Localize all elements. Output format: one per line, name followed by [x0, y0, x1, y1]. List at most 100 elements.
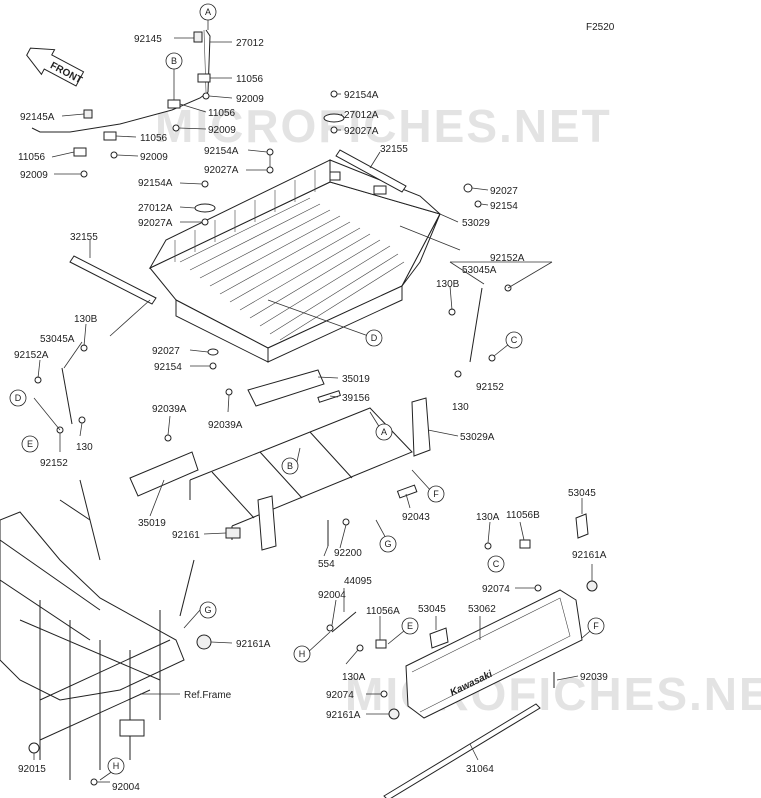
svg-text:G: G [204, 605, 211, 615]
label-53045A-l: 53045A [40, 334, 75, 345]
label-92152-r: 92152 [476, 382, 504, 393]
figure-code: F2520 [586, 22, 615, 33]
latch-53045-m [429, 627, 449, 649]
label-11056-d: 11056 [18, 152, 46, 163]
tiedown-27012A-l [194, 203, 216, 213]
washer-92027-r [463, 183, 473, 193]
bracket-left [257, 495, 277, 551]
bed-hook-right [373, 185, 387, 195]
washer-92027A-m [266, 166, 274, 174]
callout-g-frame: G [379, 535, 397, 553]
svg-text:B: B [287, 461, 293, 471]
bed-hook-front [329, 171, 341, 181]
label-130-l: 130 [76, 442, 93, 453]
label-92009-d: 92009 [20, 170, 48, 181]
label-11056B: 11056B [506, 510, 540, 521]
label-92200: 92200 [334, 548, 362, 559]
callout-g-vehicle: G [199, 601, 217, 619]
svg-text:A: A [381, 427, 387, 437]
label-92154A-l: 92154A [138, 178, 173, 189]
bolt-92154-c [209, 362, 217, 370]
link-11056B [519, 539, 531, 549]
clip-92145A [83, 109, 93, 119]
tiedown-27012A-top [323, 113, 345, 123]
label-92074-m: 92074 [326, 690, 354, 701]
label-11056-c: 11056 [140, 133, 168, 144]
screw-92074-r [534, 584, 542, 592]
pad-39156 [317, 390, 342, 403]
label-53029A: 53029A [460, 432, 495, 443]
tailgate-panel [405, 589, 583, 719]
label-130B-r: 130B [436, 279, 460, 290]
rear-rail-assembly [31, 29, 211, 178]
label-92039A-a: 92039A [152, 404, 187, 415]
shield-35019-r [247, 369, 325, 407]
label-92043: 92043 [402, 512, 430, 523]
callout-c-right: C [505, 331, 523, 349]
clamp-11056-b [167, 99, 181, 109]
label-92074-r: 92074 [482, 584, 510, 595]
rail-32155-left [69, 255, 157, 305]
label-130A-r: 130A [476, 512, 500, 523]
svg-text:H: H [299, 649, 306, 659]
label-44095: 44095 [344, 576, 372, 587]
bolt-130-l [78, 416, 86, 424]
bumper-92161A-m [388, 708, 400, 720]
svg-text:C: C [493, 559, 500, 569]
washer-92027A-top [330, 126, 338, 134]
label-92027-c: 92027 [152, 346, 180, 357]
label-92027A-l: 92027A [138, 218, 173, 229]
label-92152-l: 92152 [40, 458, 68, 469]
link-11056A [375, 639, 387, 649]
label-53045-m: 53045 [418, 604, 446, 615]
collar-92152-r [488, 354, 496, 362]
bolt-130A-r [484, 542, 492, 550]
callout-d-left: D [9, 389, 27, 407]
label-92152A-r: 92152A [490, 253, 525, 264]
svg-text:D: D [371, 333, 378, 343]
nut-92015 [28, 742, 40, 754]
label-92152A-l: 92152A [14, 350, 49, 361]
watermark-top: MICROFICHES.NET [155, 100, 612, 152]
label-35019-l: 35019 [138, 518, 166, 529]
svg-text:A: A [205, 7, 211, 17]
label-92015: 92015 [18, 764, 46, 775]
washer-92027-c [207, 348, 219, 356]
callout-b-top: B [165, 52, 183, 70]
washer-92027A-l [201, 218, 209, 226]
washer-92200 [342, 518, 350, 526]
label-92039A-b: 92039A [208, 420, 243, 431]
label-92154A-top: 92154A [344, 90, 379, 101]
svg-text:F: F [433, 489, 439, 499]
callout-h-cable: H [293, 645, 311, 663]
callout-c-tailgate: C [487, 555, 505, 573]
label-92145A: 92145A [20, 112, 55, 123]
svg-text:G: G [384, 539, 391, 549]
label-92154-r: 92154 [490, 201, 518, 212]
bolt-130-r [454, 370, 462, 378]
label-39156: 39156 [342, 393, 370, 404]
svg-text:H: H [113, 761, 120, 771]
label-92027-r: 92027 [490, 186, 518, 197]
callout-e-tailgate: E [401, 617, 419, 635]
label-11056-b: 11056 [208, 108, 236, 119]
label-31064: 31064 [466, 764, 494, 775]
label-92039: 92039 [580, 672, 608, 683]
label-92009-b: 92009 [208, 125, 236, 136]
callout-a-frame: A [375, 423, 393, 441]
bolt-92039A-b [164, 434, 172, 442]
callout-f-frame: F [427, 485, 445, 503]
label-130B-l: 130B [74, 314, 98, 325]
label-92161A-m: 92161A [326, 710, 361, 721]
label-92027A-top: 92027A [344, 126, 379, 137]
label-92009-c: 92009 [140, 152, 168, 163]
svg-text:E: E [407, 621, 413, 631]
label-27012A-top: 27012A [344, 110, 379, 121]
vehicle-frame [0, 479, 212, 786]
clamp-11056-c [103, 131, 117, 141]
bolt-92009-b [172, 124, 180, 132]
bed-sub-frame [129, 369, 431, 551]
pin-92043 [396, 484, 418, 499]
label-53029: 53029 [462, 218, 490, 229]
